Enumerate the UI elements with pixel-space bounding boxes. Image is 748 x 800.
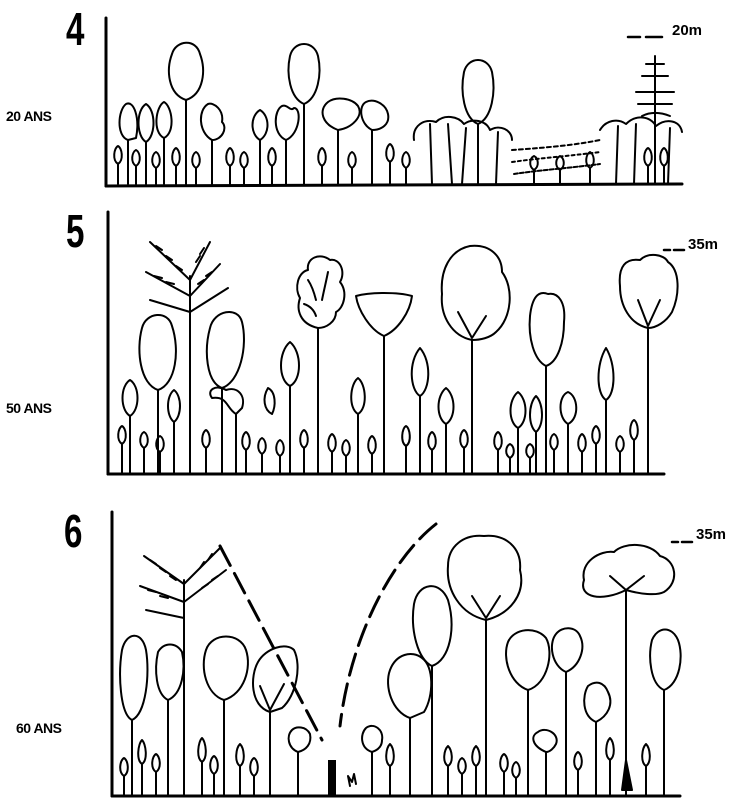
tree xyxy=(530,396,542,474)
tree xyxy=(289,44,320,184)
stump xyxy=(328,760,336,796)
understory-saplings xyxy=(120,738,650,796)
tree xyxy=(281,342,299,474)
understory-saplings xyxy=(114,144,668,184)
tree xyxy=(362,726,382,796)
forest-profile-drawing xyxy=(0,200,748,490)
tree xyxy=(156,645,183,797)
shrub xyxy=(265,388,275,414)
scrub-thicket xyxy=(414,117,682,184)
tree xyxy=(530,293,565,474)
seedling xyxy=(348,774,356,786)
tree xyxy=(442,246,510,474)
panel-stage-5: 5 50 ANS 35m xyxy=(0,200,748,490)
tree xyxy=(448,536,521,796)
tree xyxy=(511,392,526,474)
tree xyxy=(620,255,678,474)
tree xyxy=(210,388,243,474)
tree xyxy=(201,104,224,184)
tree xyxy=(297,256,344,474)
tree xyxy=(533,730,556,796)
tree xyxy=(120,103,138,184)
tree xyxy=(599,348,614,474)
forest-profile-drawing xyxy=(0,0,748,200)
understory-saplings xyxy=(118,420,638,474)
tree xyxy=(204,637,248,797)
tree xyxy=(351,378,365,474)
tree xyxy=(156,102,171,184)
panel-stage-6: 6 60 ANS 35m xyxy=(0,490,748,800)
panel-stage-4: 4 20 ANS 20m xyxy=(0,0,748,200)
tree xyxy=(289,727,311,796)
canopy-gap-line xyxy=(340,524,436,726)
tree xyxy=(139,104,154,184)
tree xyxy=(323,99,360,184)
ground-line xyxy=(106,184,682,186)
tree xyxy=(276,106,299,184)
tree xyxy=(412,348,429,474)
tree xyxy=(207,312,244,474)
tree xyxy=(584,683,610,796)
tree xyxy=(439,388,454,474)
tree xyxy=(253,110,268,184)
tree xyxy=(650,630,680,797)
tree xyxy=(356,293,412,474)
tree xyxy=(361,101,388,184)
tree xyxy=(168,390,180,474)
tree xyxy=(253,646,298,796)
tree xyxy=(388,654,431,796)
tree xyxy=(120,636,147,796)
tree xyxy=(123,380,138,474)
tree xyxy=(561,392,577,474)
forest-profile-drawing xyxy=(0,490,748,800)
